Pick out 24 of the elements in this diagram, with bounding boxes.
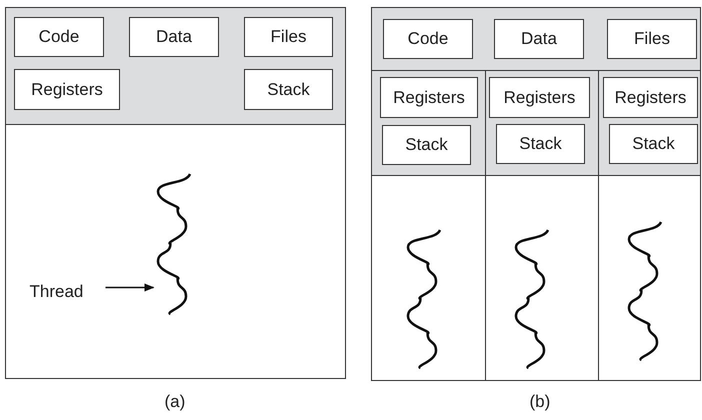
shared-area-band xyxy=(370,70,486,176)
label-box: Code xyxy=(383,19,473,59)
shared-area-band xyxy=(484,70,598,176)
panel-caption: (b) xyxy=(530,392,550,412)
shared-area-band xyxy=(598,70,700,176)
label-box: Registers xyxy=(380,77,478,118)
label-box: Data xyxy=(129,17,219,57)
label-box: Stack xyxy=(496,124,585,164)
label-box: Registers xyxy=(14,69,120,110)
panel-caption: (a) xyxy=(164,392,186,412)
process-panel xyxy=(5,7,346,379)
label-box: Files xyxy=(244,17,333,57)
shared-area-band xyxy=(370,6,700,70)
thread-label: Thread xyxy=(30,280,102,304)
arrow xyxy=(106,284,154,292)
label-box: Stack xyxy=(609,124,698,164)
label-box: Stack xyxy=(382,125,471,165)
label-box: Code xyxy=(14,17,104,57)
label-box: Data xyxy=(494,19,584,59)
shared-area-band xyxy=(4,6,346,124)
label-box: Registers xyxy=(489,77,590,118)
label-box: Files xyxy=(607,19,697,59)
label-box: Stack xyxy=(244,69,333,110)
label-box: Registers xyxy=(603,77,698,118)
